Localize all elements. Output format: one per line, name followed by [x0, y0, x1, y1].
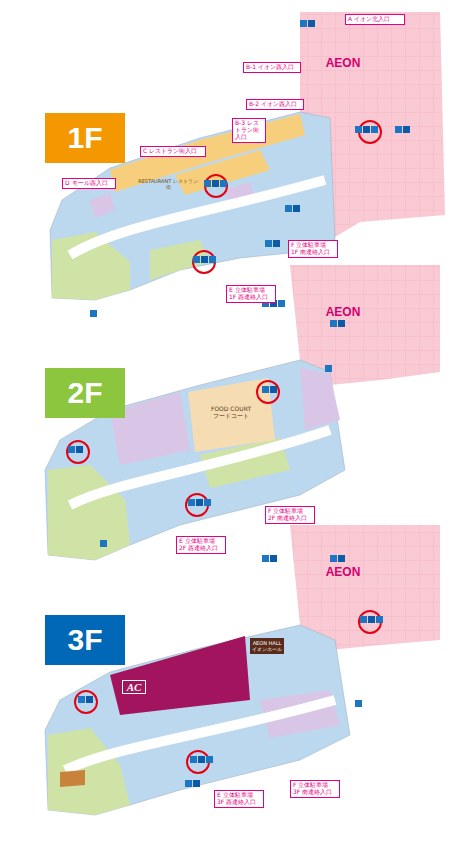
facility-icon	[278, 300, 285, 307]
facility-icon	[300, 20, 307, 27]
store-name: AEON	[318, 56, 368, 70]
facility-icon	[270, 386, 277, 393]
box-subtext: フードコート	[196, 412, 266, 419]
box-text: B-3 レストラン街入口	[235, 120, 263, 141]
floor-3-plan	[45, 525, 440, 815]
facility-icon	[262, 386, 269, 393]
floor-badge: 2F	[45, 368, 125, 418]
facility-icon	[78, 696, 85, 703]
floor-badge: 1F	[45, 113, 125, 163]
floor-badge: 3F	[45, 615, 125, 665]
facility-icon	[285, 205, 292, 212]
facility-icon	[100, 540, 107, 547]
box-text: AC	[123, 681, 145, 693]
facility-icon	[360, 616, 367, 623]
cinema-logo: AC	[122, 680, 146, 694]
facility-icon	[293, 205, 300, 212]
facility-icon	[201, 256, 208, 263]
entrance-label: E 立体駐車場 2F 西連絡入口	[176, 536, 226, 554]
facility-icon	[338, 320, 345, 327]
box-text: A イオン北入口	[348, 16, 402, 23]
facility-icon	[204, 499, 211, 506]
box-text: 1F	[67, 121, 102, 155]
entrance-label: F 立体駐車場 1F 南連絡入口	[288, 240, 338, 258]
facility-icon	[376, 616, 383, 623]
area-label: RESTAURANT レストラン街	[138, 178, 198, 190]
box-text: 3F	[67, 623, 102, 657]
facility-icon	[338, 555, 345, 562]
food-court-area: FOOD COURTフードコート	[196, 405, 266, 419]
facility-icon	[265, 240, 272, 247]
facility-icon	[193, 780, 200, 787]
box-text: B-1 イオン西入口	[246, 64, 298, 71]
box-subtext: イオンホール	[251, 646, 283, 652]
facility-icon	[273, 240, 280, 247]
entrance-label: D モール西入口	[62, 178, 116, 189]
facility-icon	[206, 756, 213, 763]
entrance-label: B-1 イオン西入口	[243, 62, 301, 73]
floor-2-plan	[45, 265, 440, 560]
entrance-label: C レストラン街入口	[140, 146, 206, 157]
entrance-label: F 立体駐車場 2F 南連絡入口	[265, 506, 315, 524]
box-text: F 立体駐車場 1F 南連絡入口	[291, 242, 335, 256]
highlight-circles	[67, 121, 381, 773]
box-text: F 立体駐車場 2F 南連絡入口	[268, 508, 312, 522]
facility-icon	[196, 499, 203, 506]
store-name: AEON	[318, 305, 368, 319]
facility-icon	[325, 365, 332, 372]
facility-icon	[395, 126, 402, 133]
facility-icon	[220, 180, 227, 187]
box-text: 2F	[67, 376, 102, 410]
facility-icon	[355, 700, 362, 707]
entrance-label: A イオン北入口	[345, 14, 405, 25]
box-text: E 立体駐車場 2F 西連絡入口	[179, 538, 223, 552]
facility-icon	[204, 180, 211, 187]
entrance-label: E 立体駐車場 3F 西連絡入口	[214, 790, 264, 808]
box-text: E 立体駐車場 1F 西連絡入口	[229, 287, 273, 301]
facility-icon	[76, 446, 83, 453]
box-text: AEON	[318, 565, 368, 579]
facility-icon	[262, 555, 269, 562]
facility-icon	[86, 696, 93, 703]
facility-icon	[198, 756, 205, 763]
facility-icon	[209, 256, 216, 263]
entrance-label: E 立体駐車場 1F 西連絡入口	[226, 285, 276, 303]
entrance-label: F 立体駐車場 3F 南連絡入口	[290, 780, 340, 798]
event-hall: AEON HALLイオンホール	[250, 638, 284, 654]
facility-icon	[330, 555, 337, 562]
facility-icon	[270, 555, 277, 562]
facility-icon	[193, 256, 200, 263]
facility-icon	[371, 126, 378, 133]
facility-icon	[188, 499, 195, 506]
facility-icon	[355, 126, 362, 133]
entrance-label: B-3 レストラン街入口	[232, 118, 266, 143]
facility-icon	[308, 20, 315, 27]
entrance-label: B-2 イオン西入口	[246, 99, 304, 110]
facility-icon	[90, 310, 97, 317]
box-text: AEON	[318, 56, 368, 70]
facility-icon	[68, 446, 75, 453]
box-text: D モール西入口	[65, 180, 113, 187]
facility-icon	[330, 320, 337, 327]
facility-icon	[403, 126, 410, 133]
box-text: B-2 イオン西入口	[249, 101, 301, 108]
facility-icon	[190, 756, 197, 763]
store-name: AEON	[318, 565, 368, 579]
facility-icon	[212, 180, 219, 187]
box-text: C レストラン街入口	[143, 148, 203, 155]
facility-icon	[363, 126, 370, 133]
box-text: E 立体駐車場 3F 西連絡入口	[217, 792, 261, 806]
facility-icon	[185, 780, 192, 787]
box-text: F 立体駐車場 3F 南連絡入口	[293, 782, 337, 796]
facility-icon	[368, 616, 375, 623]
box-text: AEON	[318, 305, 368, 319]
box-text: AEON HALL	[251, 640, 283, 646]
box-text: FOOD COURT	[196, 405, 266, 412]
